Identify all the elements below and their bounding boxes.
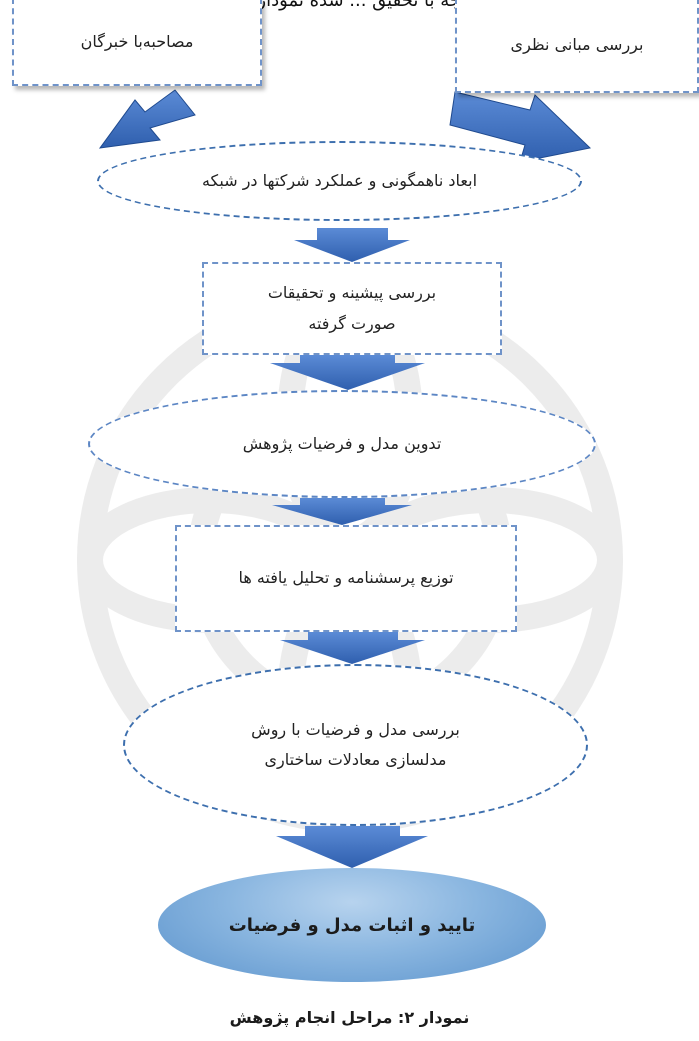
box-expert-interviews: مصاحبه‌با خبرگان	[12, 0, 262, 86]
ellipse-dimensions-label: ابعاد ناهمگونی و عملکرد شرکتها در شبکه	[201, 170, 478, 190]
ellipse-model-hypotheses: تدوین مدل و فرضیات پژوهش	[88, 390, 596, 498]
arrow-down-5	[276, 826, 428, 868]
arrow-right-diagonal	[449, 91, 592, 163]
box-literature-review-label: بررسی پیشینه و تحقیقات صورت گرفته	[267, 283, 437, 333]
arrow-down-2	[270, 355, 425, 390]
arrow-down-4	[280, 632, 425, 664]
ellipse-dimensions: ابعاد ناهمگونی و عملکرد شرکتها در شبکه	[97, 141, 582, 221]
box-theory-review-label: بررسی مبانی نظری	[510, 35, 644, 55]
box-literature-review: بررسی پیشینه و تحقیقات صورت گرفته	[202, 262, 502, 355]
box-questionnaire: توزیع پرسشنامه و تحلیل یافته ها	[175, 525, 517, 632]
ellipse-sem-review: بررسی مدل و فرضیات با روش مدلسازی معادلا…	[123, 664, 588, 826]
arrow-down-3	[272, 498, 412, 525]
ellipse-model-hypotheses-label: تدوین مدل و فرضیات پژوهش	[242, 433, 442, 453]
ellipse-sem-review-label: بررسی مدل و فرضیات با روش مدلسازی معادلا…	[251, 719, 460, 769]
box-questionnaire-label: توزیع پرسشنامه و تحلیل یافته ها	[238, 568, 454, 588]
box-theory-review: بررسی مبانی نظری	[455, 0, 699, 93]
figure-caption: نمودار ۲: مراحل انجام پژوهش	[229, 1008, 470, 1027]
box-expert-interviews-label: مصاحبه‌با خبرگان	[80, 31, 194, 51]
final-node-label: تایید و اثبات مدل و فرضیات	[228, 914, 476, 936]
final-node-confirmation: تایید و اثبات مدل و فرضیات	[158, 868, 546, 982]
arrow-down-1	[294, 228, 410, 262]
arrow-left-diagonal	[98, 89, 196, 149]
